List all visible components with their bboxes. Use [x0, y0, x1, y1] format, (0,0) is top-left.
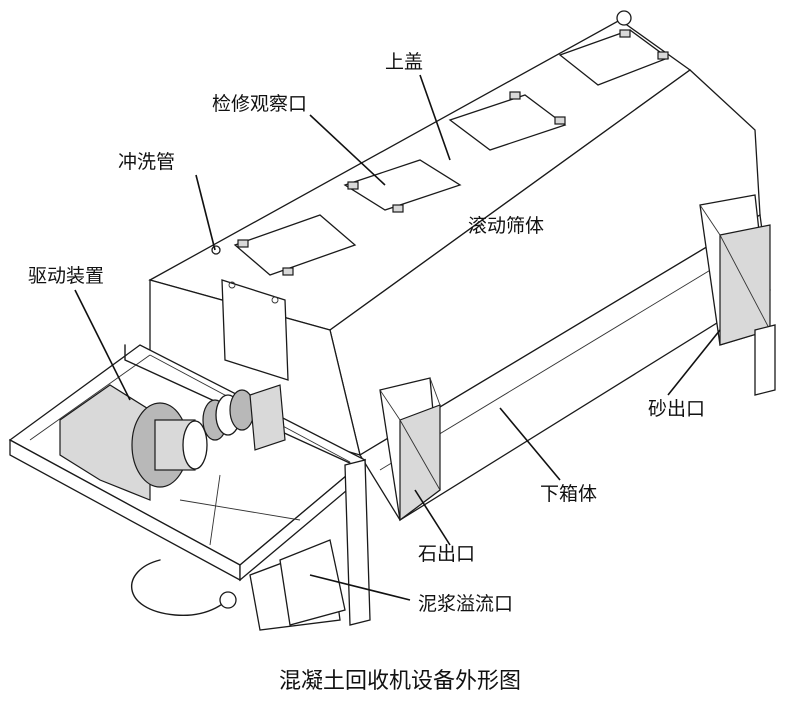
side-door-panel — [221, 279, 289, 381]
label-inspection-port: 检修观察口 — [212, 93, 307, 115]
label-lower-box: 下箱体 — [540, 483, 597, 505]
label-flush-pipe: 冲洗管 — [118, 151, 175, 173]
label-rotating-screen: 滚动筛体 — [468, 215, 544, 237]
inspection-covers — [233, 10, 670, 276]
drive-motor — [59, 384, 208, 501]
stone-outlet-chute — [379, 377, 441, 522]
leader-lines — [74, 74, 721, 601]
figure-caption: 混凝土回收机设备外形图 — [279, 669, 521, 694]
sand-outlet-chute — [699, 194, 776, 396]
label-sand-outlet: 砂出口 — [648, 398, 705, 420]
coupling — [202, 384, 286, 451]
label-upper-cover: 上盖 — [385, 51, 423, 73]
flush-pipe-nozzle — [211, 245, 221, 255]
label-drive-unit: 驱动装置 — [28, 265, 104, 287]
label-stone-outlet: 石出口 — [418, 543, 475, 565]
label-slurry-overflow: 泥浆溢流口 — [418, 593, 513, 615]
